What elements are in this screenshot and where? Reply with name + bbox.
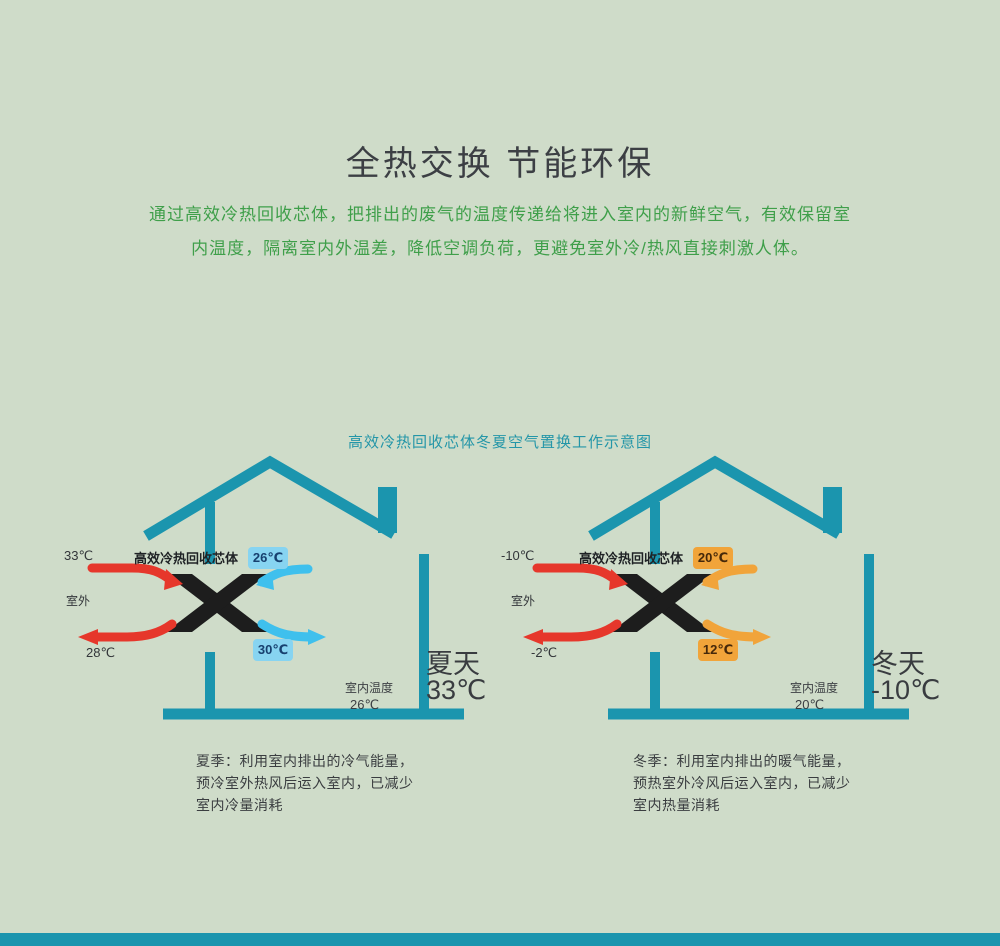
winter-caption: 冬季：利用室内排出的暖气能量， 预热室外冷风后运入室内，已减少 室内热量消耗 [633,753,851,813]
exhaust-pipe-icon [532,619,622,642]
indoor-temp-value: 26℃ [350,697,380,712]
supply-pipe-icon [257,619,319,642]
indoor-temp-value: 20℃ [795,697,825,712]
exhaust-arrow-icon [523,629,543,645]
intake-pipe-icon [532,563,622,586]
indoor-temp-label: 室内温度 [790,681,839,695]
winter-diagram: -10℃ 室外 -2℃ 高效冷热回收芯体 20℃ 12℃ 室内温度 20℃ 冬天… [465,448,945,738]
supply-pipe-icon [702,619,764,642]
outdoor-label: 室外 [511,594,536,608]
winter-house-diagram-icon [523,455,909,720]
season-name: 冬天 [871,649,925,679]
intake-arrow-icon [164,569,183,590]
core-label: 高效冷热回收芯体 [579,551,684,566]
outdoor-exhaust-temp: 28℃ [86,645,116,660]
exchanger-core-icon [611,574,713,632]
exchanger-core-icon [166,574,268,632]
return-air-temp-badge: 26℃ [248,547,288,569]
intake-arrow-icon [609,569,628,590]
page-description: 通过高效冷热回收芯体，把排出的废气的温度传递给将进入室内的新鲜空气，有效保留室内… [149,205,851,258]
outdoor-intake-temp: 33℃ [64,548,94,563]
outdoor-exhaust-temp: -2℃ [531,645,558,660]
season-outdoor-temp: 33℃ [426,675,487,705]
supply-arrow-icon [308,629,326,645]
diagram-title: 高效冷热回收芯体冬夏空气置换工作示意图 [347,434,652,451]
intake-pipe-icon [87,563,177,586]
return-air-temp-badge: 20℃ [693,547,733,569]
return-arrow-icon [256,572,274,590]
supply-arrow-icon [753,629,771,645]
exhaust-arrow-icon [78,629,98,645]
exhaust-pipe-icon [87,619,177,642]
page-title: 全热交换 节能环保 [345,145,655,183]
roof-icon [588,455,842,541]
bottom-accent-bar [0,933,1000,946]
return-arrow-icon [701,572,719,590]
supply-air-temp-badge: 30℃ [253,639,293,661]
supply-air-temp-badge: 12℃ [698,639,738,661]
indoor-temp-label: 室内温度 [345,681,394,695]
summer-caption: 夏季：利用室内排出的冷气能量， 预冷室外热风后运入室内，已减少 室内冷量消耗 [196,753,414,813]
chimney-icon [823,487,842,533]
season-outdoor-temp: -10℃ [871,675,941,705]
chimney-icon [378,487,397,533]
roof-icon [143,455,397,541]
summer-house-diagram-icon [78,455,464,720]
season-name: 夏天 [426,649,480,679]
core-label: 高效冷热回收芯体 [134,551,239,566]
outdoor-intake-temp: -10℃ [501,548,535,563]
summer-diagram: 33℃ 室外 28℃ 高效冷热回收芯体 26℃ 30℃ 室内温度 26℃ 夏天 … [20,448,500,738]
outdoor-label: 室外 [66,594,91,608]
